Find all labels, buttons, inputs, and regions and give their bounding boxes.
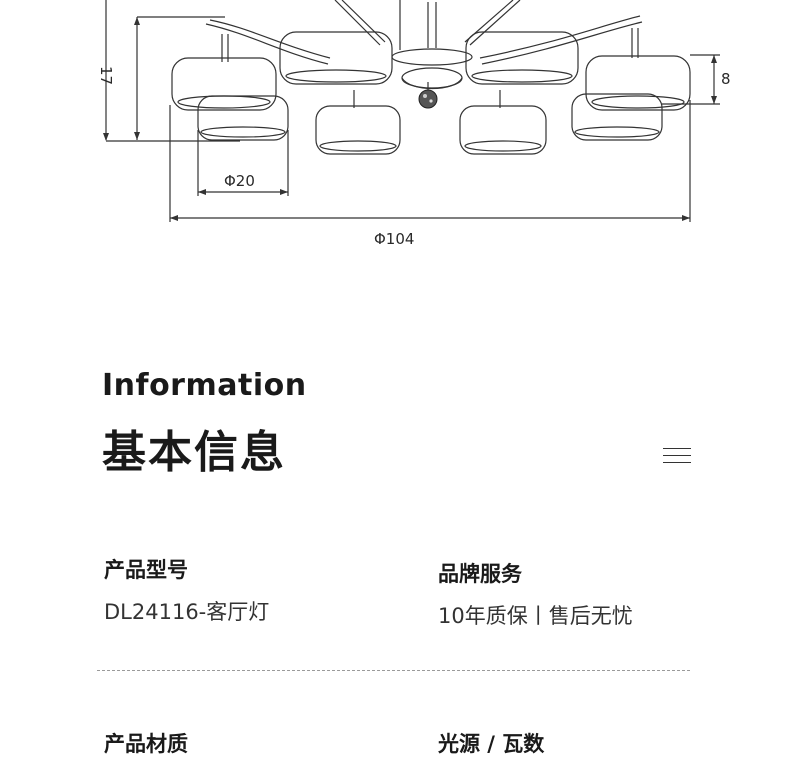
model-label: 产品型号 [104,558,188,582]
shade-bottom-center-left [315,105,401,155]
shade-far-left [171,57,277,111]
shade-diameter-dimension-label: Φ20 [224,172,255,190]
chandelier-line-art [103,0,720,222]
shade-far-right [585,55,691,111]
shade-height-dimension-label: 8 [721,70,731,88]
height-dimension-label: 17 [97,66,115,86]
service-label: 品牌服务 [438,562,522,586]
service-value: 10年质保丨售后无忧 [438,604,633,628]
crystal-ornament [418,82,438,109]
shade-bottom-center-right [459,105,547,155]
overall-diameter-dimension-label: Φ104 [374,230,415,248]
material-label: 产品材质 [104,732,188,756]
shade-bottom-left [197,95,289,141]
shade-top-left [279,31,393,85]
light-source-label: 光源 / 瓦数 [438,732,545,756]
shade-bottom-right [571,93,663,141]
model-value: DL24116-客厅灯 [104,600,270,624]
section-title-english: Information [102,368,307,403]
shade-top-right [465,31,579,85]
chandelier-dimension-drawing: 17 8 Φ20 Φ104 [0,0,790,262]
dashed-divider [97,670,690,671]
hamburger-menu-icon[interactable] [663,447,691,465]
section-title-chinese: 基本信息 [102,427,286,478]
